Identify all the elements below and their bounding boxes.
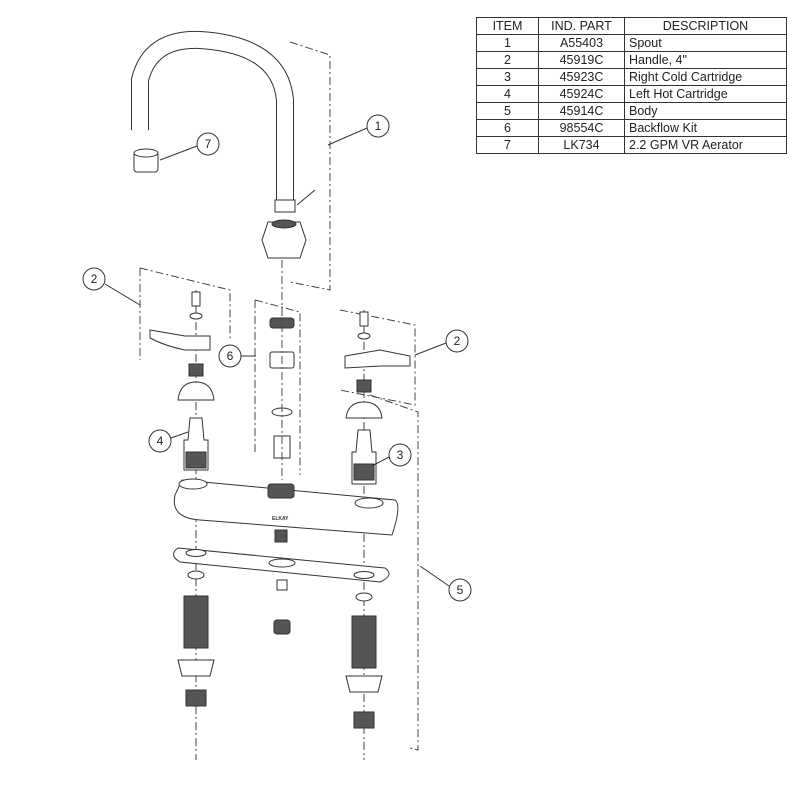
- item-cell: 6: [476, 119, 539, 137]
- part-cell: 45924C: [538, 85, 625, 103]
- leader-4: [170, 431, 189, 439]
- description-cell: Backflow Kit: [624, 119, 787, 137]
- callout-3: 3: [388, 443, 412, 467]
- part-cell: 98554C: [538, 119, 625, 137]
- left-handle-assembly: [149, 290, 215, 760]
- faucet-body: ELKAY: [173, 478, 399, 543]
- leader-5: [419, 565, 450, 587]
- leader-2-right: [414, 342, 447, 356]
- leader-2-left: [104, 283, 141, 306]
- header-description: DESCRIPTION: [624, 17, 787, 35]
- right-handle-assembly: [344, 310, 411, 760]
- svg-text:3: 3: [397, 448, 404, 462]
- svg-text:5: 5: [457, 583, 464, 597]
- item-cell: 4: [476, 85, 539, 103]
- item-cell: 2: [476, 51, 539, 69]
- callout-5: 5: [448, 578, 472, 602]
- svg-text:4: 4: [157, 434, 164, 448]
- callout-2-right: 2: [445, 329, 469, 353]
- header-item: ITEM: [476, 17, 539, 35]
- part-cell: 45914C: [538, 102, 625, 120]
- callout-4: 4: [148, 429, 172, 453]
- svg-text:1: 1: [375, 119, 382, 133]
- table-header-row: ITEM IND. PART DESCRIPTION: [476, 17, 787, 35]
- description-cell: Left Hot Cartridge: [624, 85, 787, 103]
- callout-2-left: 2: [82, 267, 106, 291]
- svg-text:7: 7: [205, 137, 212, 151]
- callout-1: 1: [366, 114, 390, 138]
- leader-7: [159, 145, 198, 161]
- leader-1: [327, 127, 368, 146]
- svg-text:2: 2: [454, 334, 461, 348]
- svg-text:6: 6: [227, 349, 234, 363]
- item-cell: 7: [476, 136, 539, 154]
- callout-7: 7: [196, 132, 220, 156]
- description-cell: 2.2 GPM VR Aerator: [624, 136, 787, 154]
- spout: [131, 30, 316, 259]
- description-cell: Spout: [624, 34, 787, 52]
- aerator: [133, 148, 159, 173]
- svg-text:2: 2: [91, 272, 98, 286]
- base-plate: [173, 547, 390, 583]
- item-cell: 3: [476, 68, 539, 86]
- backflow-kit: [269, 260, 295, 480]
- part-cell: 45923C: [538, 68, 625, 86]
- item-cell: 1: [476, 34, 539, 52]
- backflow-group-outline: [254, 299, 301, 475]
- left-handle-group-outline: [139, 267, 231, 360]
- part-cell: LK734: [538, 136, 625, 154]
- description-cell: Handle, 4": [624, 51, 787, 69]
- body-logo: ELKAY: [272, 516, 289, 522]
- callout-6: 6: [218, 344, 242, 368]
- description-cell: Body: [624, 102, 787, 120]
- mounting-hardware: [177, 570, 383, 729]
- header-part: IND. PART: [538, 17, 625, 35]
- leader-3: [371, 456, 390, 467]
- part-cell: A55403: [538, 34, 625, 52]
- body-group-outline: [369, 394, 419, 751]
- part-cell: 45919C: [538, 51, 625, 69]
- item-cell: 5: [476, 102, 539, 120]
- spout-group-outline: [289, 41, 331, 291]
- description-cell: Right Cold Cartridge: [624, 68, 787, 86]
